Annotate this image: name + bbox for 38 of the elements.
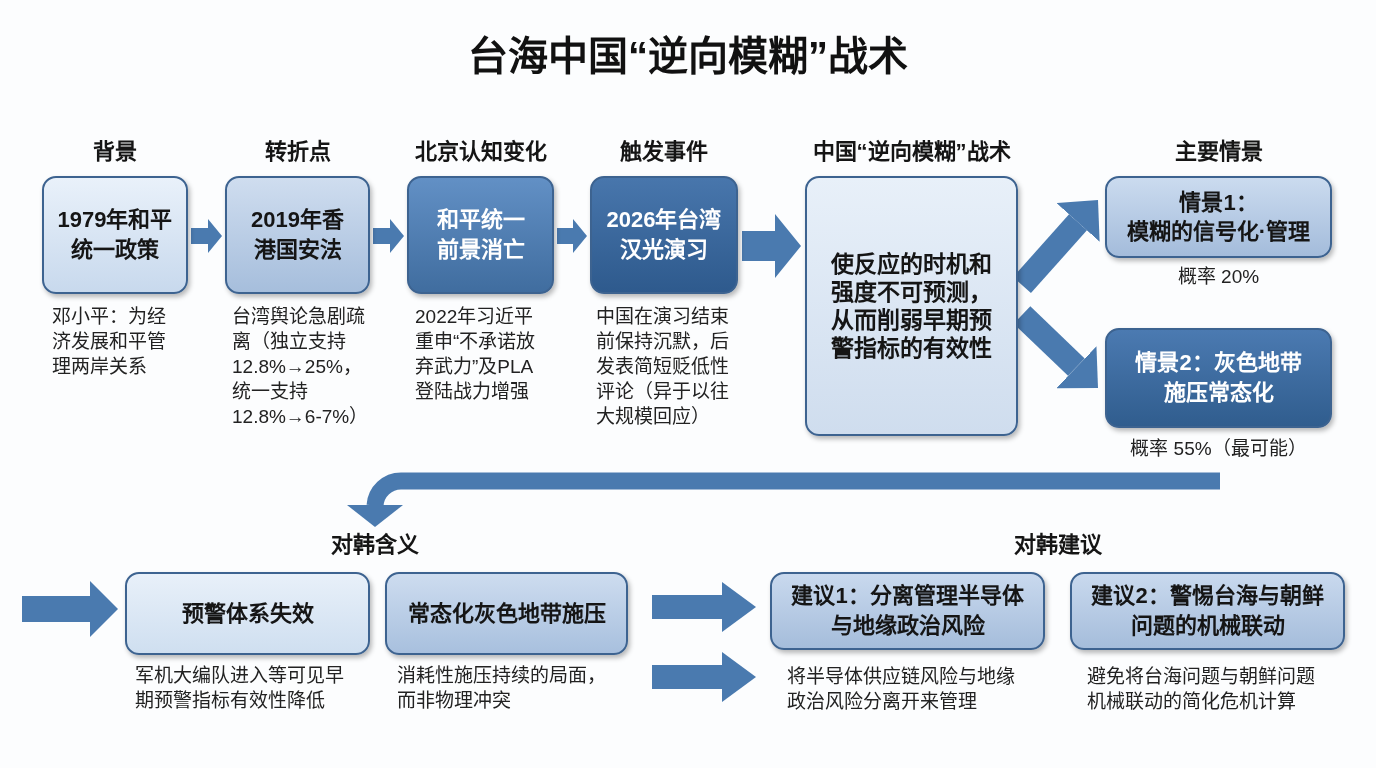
box-title: 情景2：灰色地带施压常态化 [1134,349,1303,407]
probability-text: 概率 20% [1177,265,1260,289]
column-heading: 主要情景 [1174,138,1263,166]
description-text: 2022年习近平重申“不承诺放弃武力”及PLA登陆战力增强 [415,305,537,404]
box-title: 使反应的时机和强度不可预测，从而削弱早期预警指标的有效性 [830,250,993,362]
description-text: 军机大编队进入等可见早期预警指标有效性降低 [135,664,345,713]
box-title: 建议1：分离管理半导体与地缘政治风险 [790,582,1025,640]
arrow [373,219,404,253]
probability-text: 概率 55%（最可能） [1130,437,1307,461]
box-title: 和平统一前景消亡 [435,206,526,264]
column-heading: 北京认知变化 [414,138,547,166]
arrow [191,219,222,253]
description-text: 中国在演习结束前保持沉默，后发表简短贬低性评论（异于以往大规模回应） [596,305,730,429]
arrow [652,652,756,702]
box-title: 情景1：模糊的信号化·管理 [1125,189,1312,246]
description-text: 台湾舆论急剧疏离（独立支持12.8%→25%，统一支持12.8%→6-7%） [232,305,370,429]
arrow [742,214,801,278]
description-text: 避免将台海问题与朝鲜问题机械联动的简化危机计算 [1087,665,1316,714]
box-title: 1979年和平统一政策 [56,206,174,264]
arrow [652,582,756,632]
box-title: 建议2：警惕台海与朝鲜问题的机械联动 [1090,582,1325,640]
title: 台海中国“逆向模糊”战术 [468,33,908,80]
description-text: 邓小平：为经济发展和平管理两岸关系 [52,305,167,379]
section-heading: 对韩建议 [1013,531,1103,559]
box-title: 2019年香港国安法 [250,206,345,264]
description-text: 将半导体供应链风险与地缘政治风险分离开来管理 [787,665,1016,714]
arrow [22,581,118,637]
column-heading: 背景 [93,138,137,166]
box-title: 2026年台湾汉光演习 [605,206,723,264]
column-heading: 中国“逆向模糊”战术 [812,138,1011,166]
column-heading: 转折点 [264,138,331,166]
curved-arrow [347,472,1220,527]
box-title: 预警体系失效 [180,599,315,628]
column-heading: 触发事件 [620,138,708,166]
box-title: 常态化灰色地带施压 [406,599,607,628]
arrow [557,219,587,253]
description-text: 消耗性施压持续的局面，而非物理冲突 [397,664,607,713]
section-heading: 对韩含义 [325,531,425,559]
